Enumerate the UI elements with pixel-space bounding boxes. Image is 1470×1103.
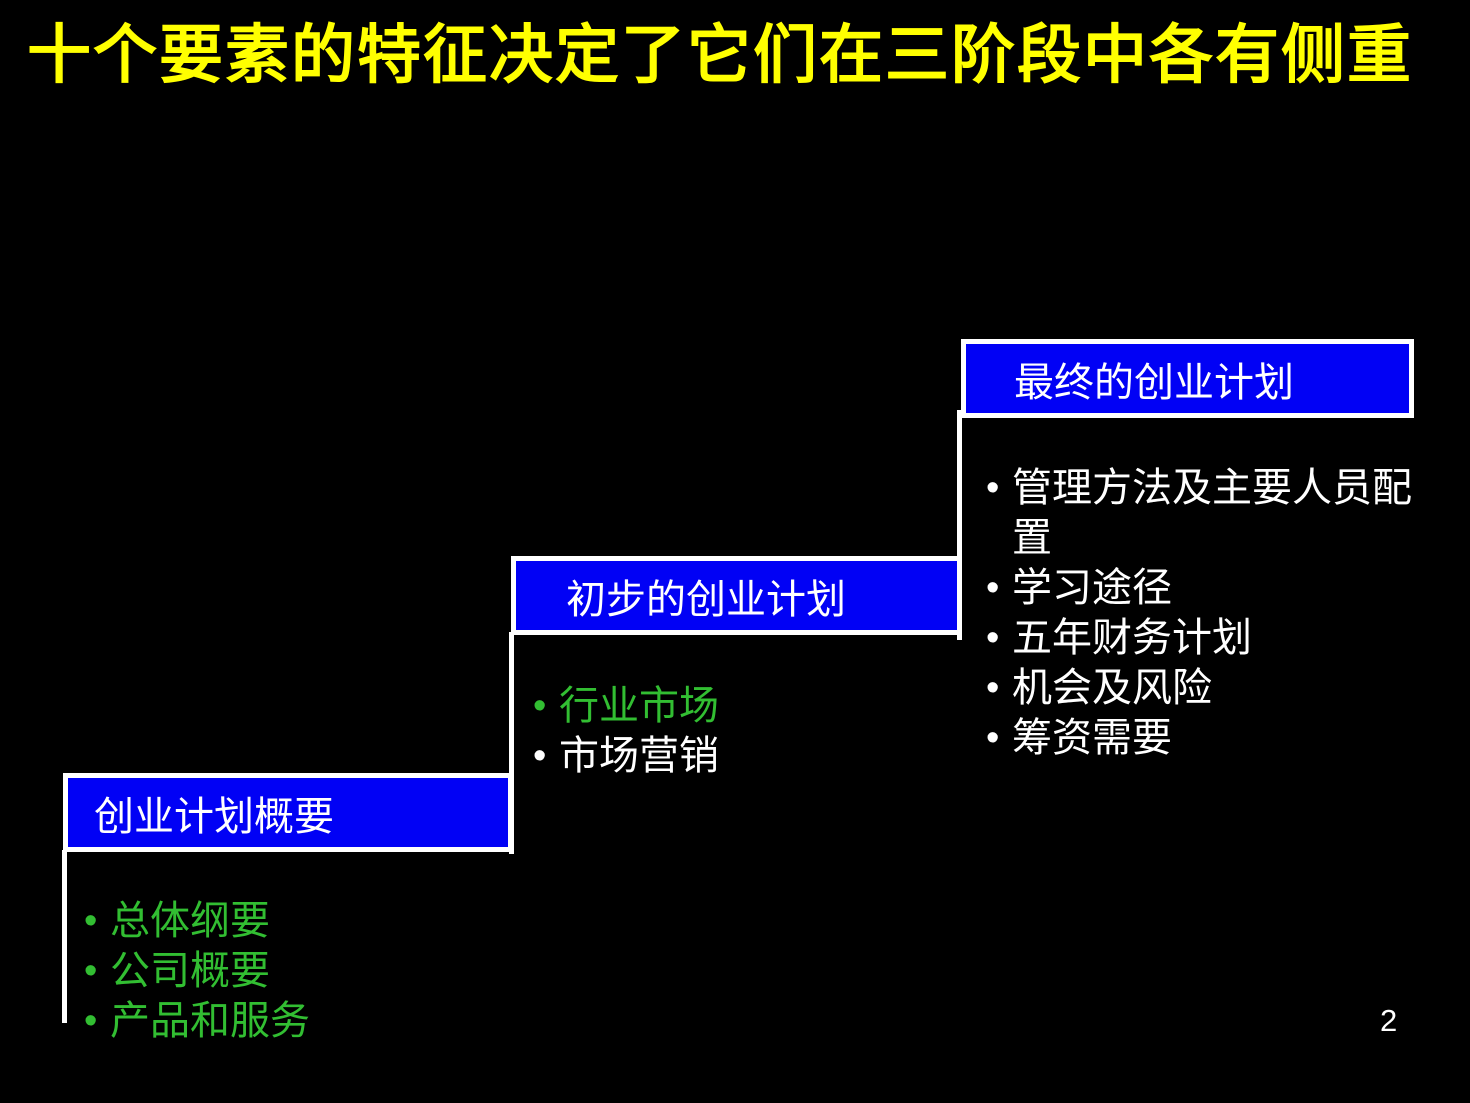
stage-1-bullet-list: • 总体纲要 • 公司概要 • 产品和服务 (84, 896, 310, 1046)
bullet-dot-icon: • (986, 717, 1000, 759)
stage-3-item-2: • 学习途径 (986, 563, 1438, 613)
bullet-dot-icon: • (84, 950, 98, 992)
stage-3-item-5: • 筹资需要 (986, 713, 1438, 763)
stage-box-2-label: 初步的创业计划 (566, 577, 846, 622)
bullet-dot-icon: • (84, 1000, 98, 1042)
stage-3-item-3: • 五年财务计划 (986, 613, 1438, 663)
stage-1-item-1-label: 总体纲要 (110, 899, 270, 943)
stage-3-item-3-label: 五年财务计划 (1012, 616, 1252, 660)
stage-box-1: 创业计划概要 (63, 773, 513, 852)
bullet-dot-icon: • (84, 900, 98, 942)
stage-1-item-3: • 产品和服务 (84, 996, 310, 1046)
stage-3-bullet-list: • 管理方法及主要人员配置 • 学习途径 • 五年财务计划 • 机会及风险 • … (986, 463, 1438, 763)
step-riser-middle (509, 632, 514, 854)
stage-box-2: 初步的创业计划 (511, 556, 962, 635)
stage-box-3-label: 最终的创业计划 (1014, 360, 1294, 405)
stage-2-item-1: • 行业市场 (533, 681, 719, 731)
stage-1-item-2: • 公司概要 (84, 946, 310, 996)
page-number: 2 (1380, 1003, 1398, 1038)
stage-3-item-1: • 管理方法及主要人员配置 (986, 463, 1438, 563)
stage-3-item-4-label: 机会及风险 (1012, 666, 1212, 710)
stage-box-1-label: 创业计划概要 (94, 794, 334, 839)
bullet-dot-icon: • (986, 567, 1000, 609)
bullet-dot-icon: • (533, 685, 547, 727)
stage-3-item-1-label: 管理方法及主要人员配置 (1012, 466, 1412, 560)
stage-1-item-1: • 总体纲要 (84, 896, 310, 946)
bullet-dot-icon: • (986, 467, 1000, 509)
stage-2-bullet-list: • 行业市场 • 市场营销 (533, 681, 719, 781)
stage-3-item-2-label: 学习途径 (1012, 566, 1172, 610)
stage-box-3: 最终的创业计划 (961, 339, 1414, 418)
bullet-dot-icon: • (986, 617, 1000, 659)
stage-2-item-2-label: 市场营销 (559, 734, 719, 778)
stage-3-item-5-label: 筹资需要 (1012, 716, 1172, 760)
stage-2-item-2: • 市场营销 (533, 731, 719, 781)
stage-3-item-4: • 机会及风险 (986, 663, 1438, 713)
stage-1-item-3-label: 产品和服务 (110, 999, 310, 1043)
stage-2-item-1-label: 行业市场 (559, 684, 719, 728)
bullet-dot-icon: • (986, 667, 1000, 709)
slide-title: 十个要素的特征决定了它们在三阶段中各有侧重 (27, 19, 1413, 91)
step-line-left-descender (62, 850, 67, 1023)
step-riser-top (957, 410, 962, 640)
stage-1-item-2-label: 公司概要 (110, 949, 270, 993)
bullet-dot-icon: • (533, 735, 547, 777)
